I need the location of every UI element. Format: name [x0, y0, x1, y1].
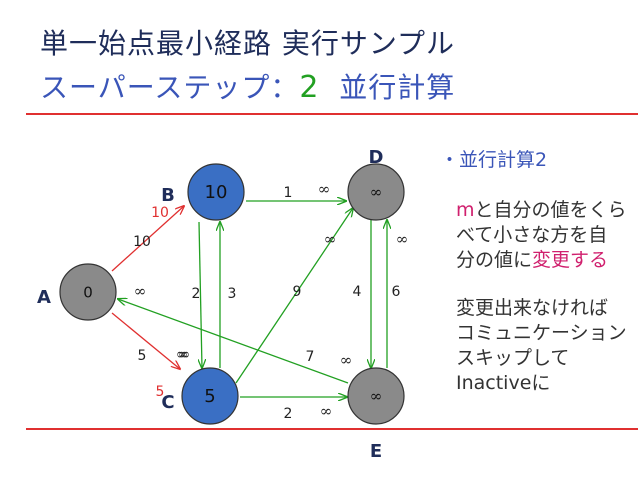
edge-message-e-a: ∞	[340, 351, 353, 369]
node-label-e: E	[370, 441, 382, 462]
node-value-b: 10	[205, 182, 228, 203]
subtitle-suffix: 並行計算	[339, 71, 456, 104]
node-b	[187, 163, 245, 221]
edge-a-b	[111, 206, 184, 272]
edge-message-b-c: ∞	[176, 345, 189, 363]
edge-weight-b-d: 1	[284, 185, 293, 201]
p2-line-4: Inactiveに	[456, 372, 551, 394]
node-c-incoming-message: ∞	[178, 345, 191, 363]
edge-message-b-d: ∞	[318, 180, 331, 198]
node-a	[59, 263, 117, 321]
edge-weight-c-d: 9	[293, 284, 302, 300]
superstep-number: 2	[299, 70, 320, 105]
p1-line-3: 分の値に変更する	[440, 248, 627, 273]
top-divider	[26, 113, 638, 115]
bottom-divider	[26, 428, 638, 430]
edge-weight-e-a: 7	[306, 349, 315, 365]
slide-title: 単一始点最小経路 実行サンプル	[40, 27, 456, 60]
p2-line-1: 変更出来なければ	[456, 297, 609, 319]
edge-a-c	[111, 312, 180, 369]
edge-weight-d-e: 4	[353, 284, 362, 300]
node-label-b: B	[161, 185, 175, 206]
p2-line-3: スキップして	[456, 347, 570, 369]
node-label-d: D	[369, 147, 384, 168]
node-value-c: 5	[204, 386, 215, 407]
node-value-e: ∞	[370, 387, 383, 405]
edge-weight-c-b: 3	[228, 286, 237, 302]
edge-message-e-d: ∞	[396, 230, 409, 248]
edge-e-a	[118, 299, 349, 384]
node-label-c: C	[161, 392, 174, 413]
node-message-c: 5	[156, 384, 165, 400]
slide-subtitle: スーパーステップ：2 並行計算	[40, 66, 455, 106]
edge-weight-b-c: 2	[192, 286, 201, 302]
p1-red-text: 変更する	[532, 249, 609, 271]
edge-weight-c-e: 2	[284, 406, 293, 422]
p2-line-2: コミュニケーション	[456, 322, 627, 344]
node-a-outgoing-message: ∞	[134, 282, 147, 300]
node-value-a: 0	[83, 284, 93, 302]
node-value-d: ∞	[370, 183, 383, 201]
node-c	[181, 367, 239, 425]
node-message-b: 10	[151, 205, 169, 221]
bullet-title: ・並行計算2	[440, 148, 547, 173]
node-d	[347, 163, 405, 221]
edge-message-c-e: ∞	[320, 402, 333, 420]
paragraph-2: 変更出来なければ コミュニケーション スキップして Inactiveに	[440, 296, 627, 396]
edge-c-d	[235, 208, 353, 384]
p1-line-1: mと自分の値をくら	[440, 198, 627, 223]
edge-weight-a-b: 10	[133, 234, 151, 250]
subtitle-prefix: スーパーステップ：	[40, 71, 300, 104]
p1-line-3-text: 分の値に	[456, 249, 533, 271]
edge-message-c-d: ∞	[324, 230, 337, 248]
node-label-a: A	[37, 287, 51, 308]
p1-line-2: べて小さな方を自	[456, 224, 608, 246]
edge-b-c	[199, 221, 202, 368]
edge-weight-e-d: 6	[392, 284, 401, 300]
bullet-text: ・並行計算2	[440, 149, 548, 171]
p1-line-1-text: と自分の値をくら	[474, 199, 627, 221]
node-e	[347, 367, 405, 425]
paragraph-1: mと自分の値をくら べて小さな方を自 分の値に変更する	[440, 198, 627, 273]
p1-m: m	[456, 199, 475, 221]
edge-weight-a-c: 5	[138, 348, 147, 364]
